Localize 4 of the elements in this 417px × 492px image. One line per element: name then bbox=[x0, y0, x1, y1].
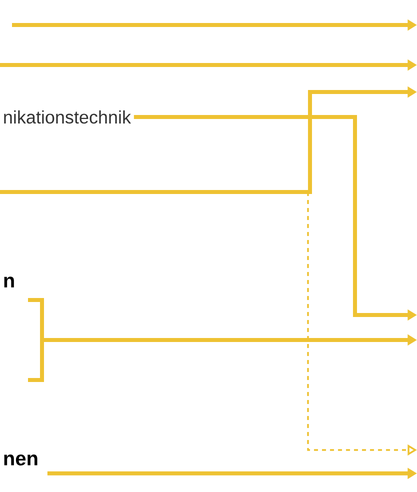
bracket bbox=[28, 298, 44, 382]
label-text: nikationstechnik bbox=[4, 110, 132, 124]
heading: nen bbox=[4, 454, 38, 466]
heading: n bbox=[4, 276, 14, 288]
